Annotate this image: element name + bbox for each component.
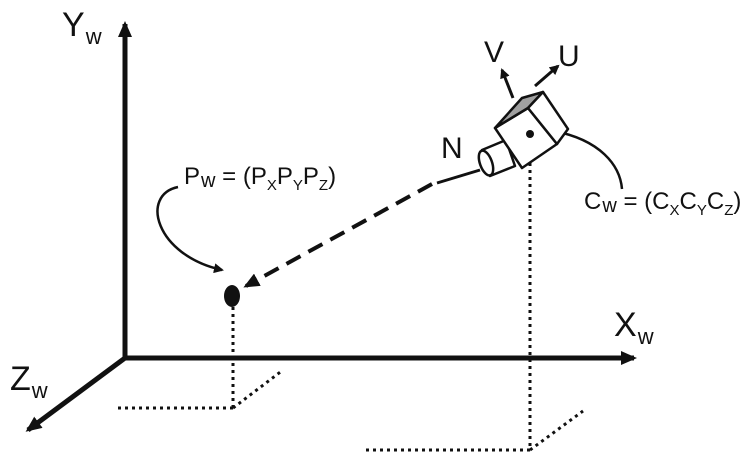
camera-cy-subscript: Y — [696, 202, 707, 219]
camera-close-paren: ) — [733, 188, 742, 215]
z-axis-subscript: w — [31, 378, 48, 403]
camera-v-axis — [500, 68, 515, 99]
point-py-subscript: Y — [292, 177, 303, 194]
point-close-paren: ) — [328, 163, 337, 190]
point-pz-subscript: Z — [318, 177, 329, 194]
y-axis-label: Yw — [62, 6, 102, 48]
world-point-dot — [224, 285, 240, 307]
camera-callout-arrow — [552, 127, 624, 190]
camera-lhs-subscript: w — [602, 195, 617, 217]
camera-v-label: V — [484, 36, 505, 69]
point-equals: = ( — [215, 163, 251, 190]
point-lhs: P — [184, 163, 201, 190]
z-axis-label: Zw — [10, 360, 48, 402]
camera-ground-line-x — [529, 409, 584, 452]
camera-center-dot — [526, 130, 534, 138]
point-ground-line-x — [232, 368, 284, 410]
camera-n-label: N — [441, 132, 463, 165]
camera-icon — [477, 90, 570, 178]
x-axis-letter: X — [614, 306, 637, 344]
x-axis-subscript: w — [637, 324, 654, 349]
point-equation-label: Pw = (PXPYPZ) — [184, 163, 337, 194]
point-callout-arrow — [156, 185, 224, 274]
camera-cx-subscript: X — [669, 202, 680, 219]
point-px: P — [250, 163, 267, 190]
y-axis-subscript: w — [85, 24, 102, 49]
point-py: P — [276, 163, 293, 190]
point-px-subscript: X — [266, 177, 277, 194]
viewing-ray — [243, 182, 433, 288]
camera-equals: = ( — [616, 188, 653, 215]
camera-cz: C — [706, 188, 725, 215]
point-lhs-subscript: w — [201, 170, 216, 192]
camera-equation-label: Cw = (CXCYCZ) — [584, 188, 742, 219]
z-axis — [25, 355, 127, 433]
x-axis-label: Xw — [614, 306, 654, 348]
camera-cy: C — [679, 188, 697, 215]
camera-lhs: C — [584, 188, 602, 215]
camera-n-axis — [436, 168, 481, 185]
y-axis-letter: Y — [62, 6, 85, 44]
z-axis-letter: Z — [10, 360, 31, 398]
camera-cz-subscript: Z — [724, 202, 734, 219]
point-pz: P — [302, 163, 319, 190]
camera-u-axis — [534, 64, 560, 88]
camera-cx: C — [652, 188, 670, 215]
camera-u-label: U — [558, 40, 580, 73]
